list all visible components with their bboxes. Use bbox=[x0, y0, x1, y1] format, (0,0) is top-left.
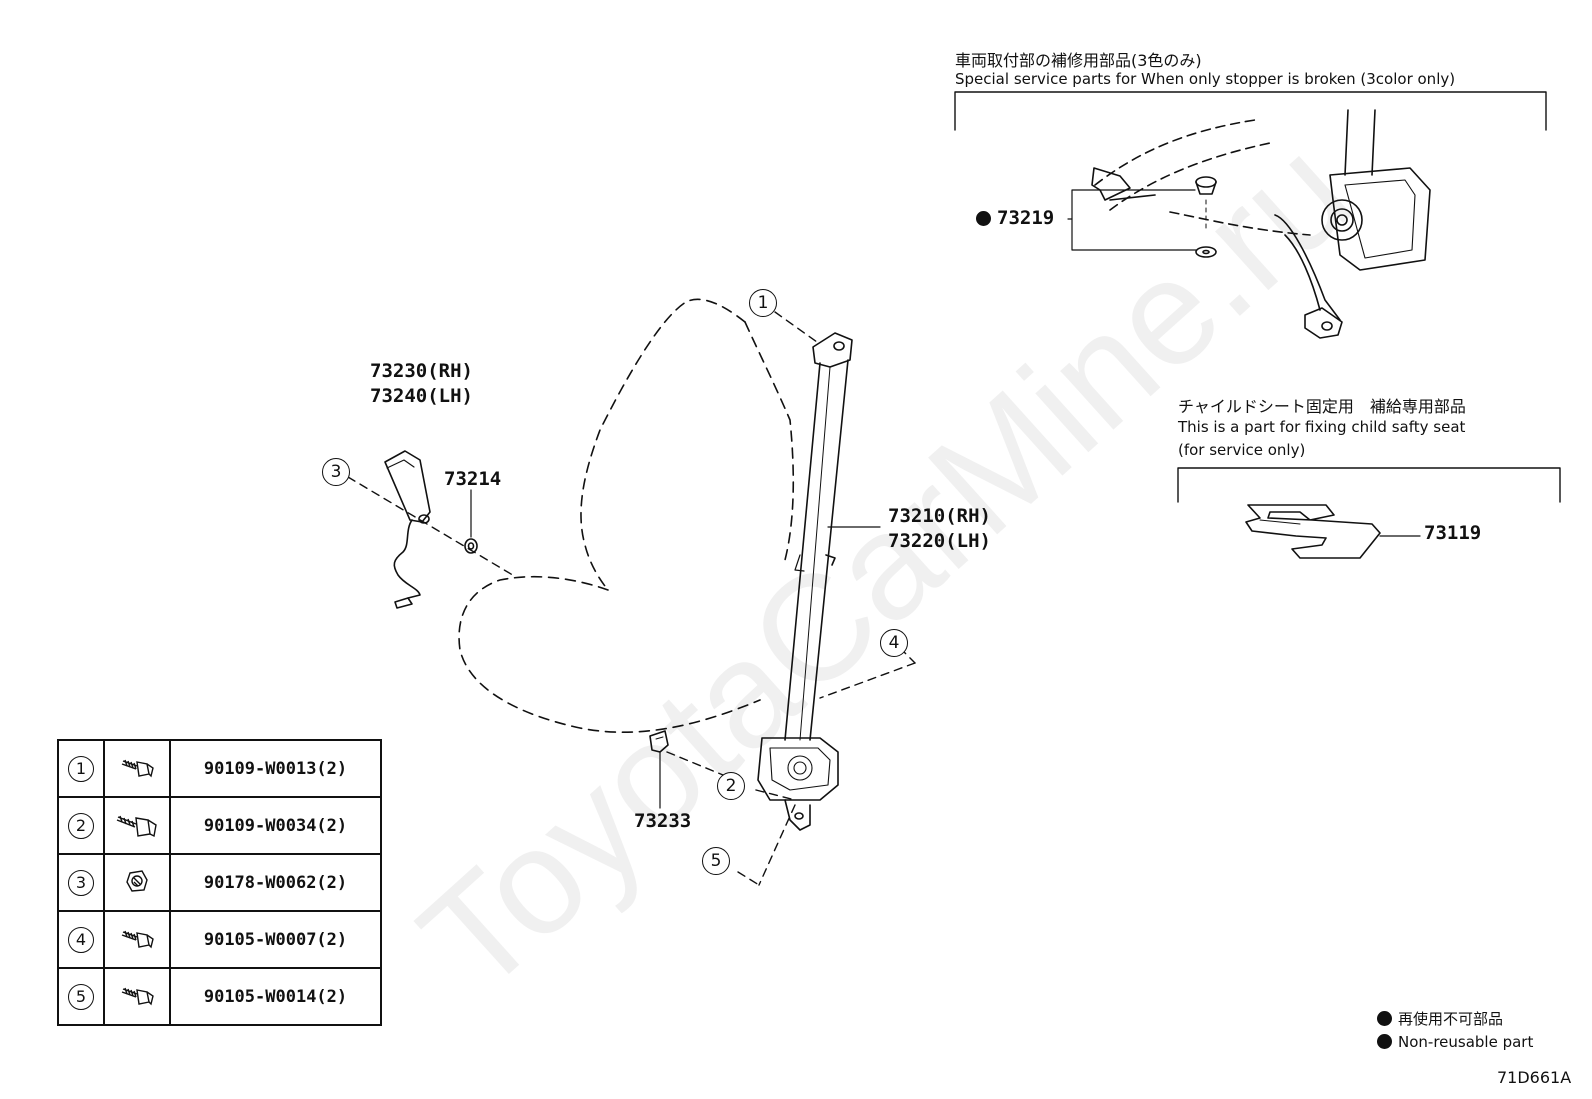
fastener-table: 1 90109-W0013(2) 2 90109-W0034(2) 3 90178-W00… bbox=[57, 739, 382, 1026]
child-bracket bbox=[1177, 467, 1561, 503]
callout-cover: 73233 bbox=[634, 810, 692, 832]
bolt-icon bbox=[117, 980, 157, 1014]
fastener-ref-cell: 2 bbox=[57, 796, 105, 855]
legend-en: Non-reusable part bbox=[1377, 1033, 1533, 1051]
bolt-icon bbox=[114, 807, 160, 845]
legend-en-text: Non-reusable part bbox=[1398, 1033, 1534, 1051]
fastener-part-number: 90105-W0014(2) bbox=[169, 967, 382, 1026]
fastener-part-number: 90109-W0034(2) bbox=[169, 796, 382, 855]
callout-stopper: 73219 bbox=[976, 207, 1054, 229]
child-note-en2: (for service only) bbox=[1178, 441, 1306, 459]
fastener-part-number: 90109-W0013(2) bbox=[169, 739, 382, 798]
bolt-icon bbox=[117, 752, 157, 786]
fastener-ref-cell: 1 bbox=[57, 739, 105, 798]
callout-washer: 73214 bbox=[444, 468, 502, 490]
fastener-ref-cell: 3 bbox=[57, 853, 105, 912]
fastener-ref-cell: 4 bbox=[57, 910, 105, 969]
marker-1: 1 bbox=[749, 289, 777, 317]
marker-4: 4 bbox=[880, 629, 908, 657]
fastener-ref: 4 bbox=[68, 926, 94, 953]
fastener-row: 3 90178-W0062(2) bbox=[57, 853, 382, 912]
fastener-image-cell bbox=[103, 967, 171, 1026]
stopper-note-en: Special service parts for When only stop… bbox=[955, 70, 1456, 88]
marker-5: 5 bbox=[702, 847, 730, 875]
legend-jp: 再使用不可部品 bbox=[1377, 1008, 1503, 1029]
stopper-note-jp: 車両取付部の補修用部品(3色のみ) bbox=[955, 51, 1202, 70]
fastener-row: 5 90105-W0014(2) bbox=[57, 967, 382, 1026]
fastener-ref: 5 bbox=[68, 983, 94, 1010]
bolt-icon bbox=[122, 866, 152, 900]
child-note-jp: チャイルドシート固定用 補給専用部品 bbox=[1178, 397, 1466, 416]
fastener-row: 1 90109-W0013(2) bbox=[57, 739, 382, 798]
fastener-image-cell bbox=[103, 796, 171, 855]
fastener-row: 2 90109-W0034(2) bbox=[57, 796, 382, 855]
child-seat-part bbox=[1245, 504, 1421, 559]
washer-part bbox=[464, 489, 478, 554]
fastener-part-number: 90105-W0007(2) bbox=[169, 910, 382, 969]
fastener-ref: 3 bbox=[68, 869, 94, 896]
legend-jp-text: 再使用不可部品 bbox=[1398, 1010, 1504, 1028]
callout-stopper-number: 73219 bbox=[997, 207, 1055, 229]
fastener-image-cell bbox=[103, 853, 171, 912]
fastener-ref-cell: 5 bbox=[57, 967, 105, 1026]
fastener-ref: 2 bbox=[68, 812, 94, 839]
callout-retractor-lh: 73220(LH) bbox=[888, 530, 991, 552]
bolt-icon bbox=[117, 923, 157, 957]
stopper-detail bbox=[1067, 109, 1431, 339]
diagram-code: 71D661A bbox=[1497, 1068, 1572, 1087]
belt-assembly bbox=[757, 332, 853, 831]
seat-outline bbox=[458, 298, 795, 733]
stopper-bracket bbox=[954, 91, 1547, 131]
fastener-image-cell bbox=[103, 739, 171, 798]
callout-buckle-lh: 73240(LH) bbox=[370, 385, 473, 407]
fastener-image-cell bbox=[103, 910, 171, 969]
callout-buckle-rh: 73230(RH) bbox=[370, 360, 473, 382]
callout-child-seat: 73119 bbox=[1424, 522, 1482, 544]
fastener-leaders bbox=[347, 311, 916, 886]
legend-dot-icon bbox=[1377, 1034, 1392, 1049]
fastener-part-number: 90178-W0062(2) bbox=[169, 853, 382, 912]
cover-part bbox=[649, 730, 669, 809]
buckle-assembly bbox=[384, 450, 431, 609]
child-note-en1: This is a part for fixing child safty se… bbox=[1178, 418, 1466, 436]
fastener-ref: 1 bbox=[68, 755, 94, 782]
callout-retractor-rh: 73210(RH) bbox=[888, 505, 991, 527]
marker-3: 3 bbox=[322, 458, 350, 486]
fastener-row: 4 90105-W0007(2) bbox=[57, 910, 382, 969]
marker-2: 2 bbox=[717, 772, 745, 800]
non-reusable-dot-icon bbox=[976, 211, 991, 226]
legend-dot-icon bbox=[1377, 1011, 1392, 1026]
